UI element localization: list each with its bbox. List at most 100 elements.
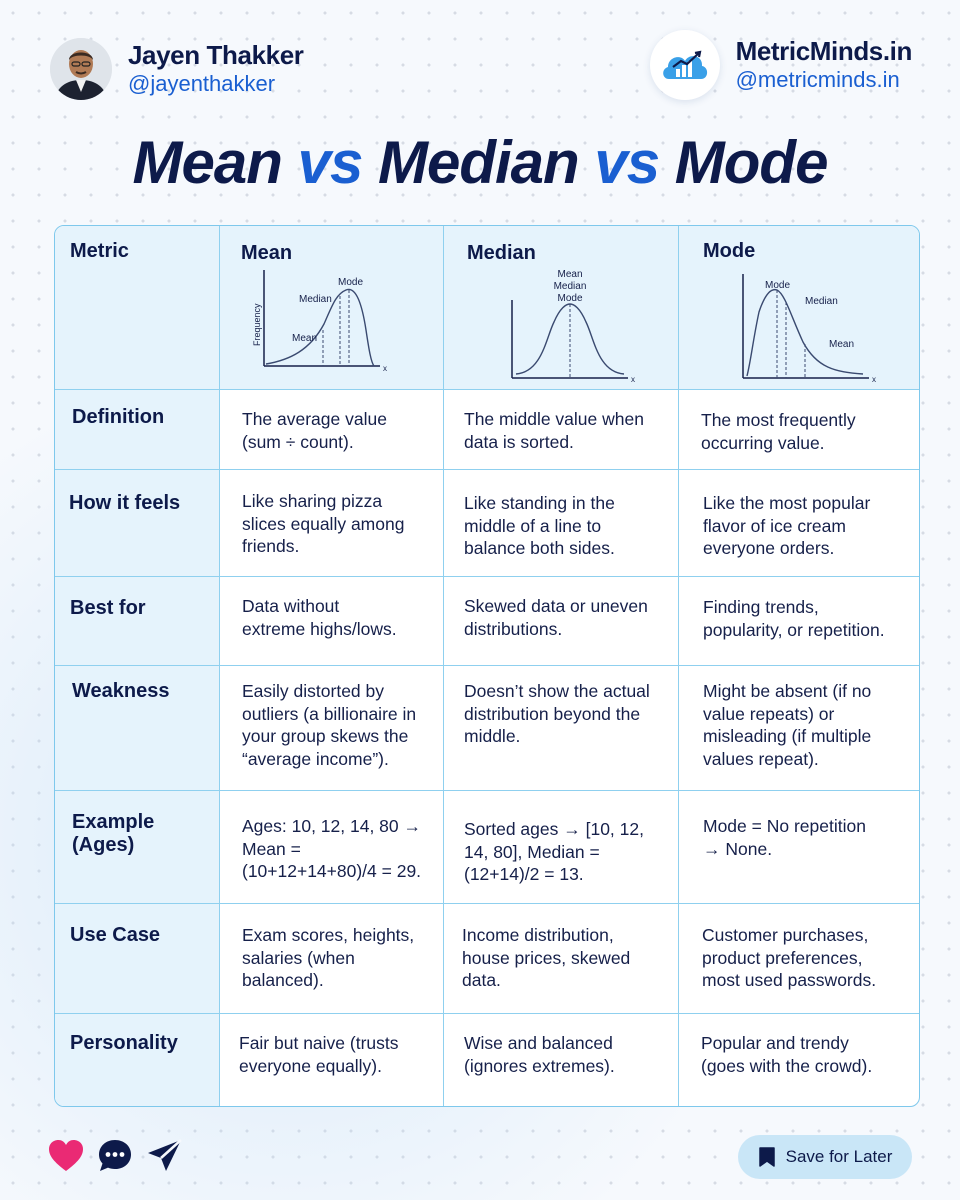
header-mode-label: Mode — [703, 240, 756, 262]
row-label: Use Case — [70, 924, 161, 946]
text-line: extreme highs/lows. — [242, 618, 397, 639]
text-line: (12+14)/2 = 13. — [464, 864, 584, 884]
row-label: How it feels — [69, 492, 181, 514]
mean-graph-median-label: Median — [299, 294, 332, 305]
row-label: Definition — [72, 406, 165, 428]
row-label-line: Example — [72, 811, 155, 833]
brand-logo[interactable] — [649, 30, 720, 100]
text-line: The middle value when — [464, 409, 644, 429]
median-best-for: Skewed data or uneven distributions. — [464, 595, 648, 640]
text-line: popularity, or repetition. — [703, 619, 885, 640]
heart-icon[interactable] — [46, 1136, 86, 1176]
mean-cell: Like sharing pizza slices equally among … — [220, 470, 444, 577]
median-how-it-feels: Like standing in the middle of a line to… — [464, 492, 615, 560]
mean-personality: Fair but naive (trusts everyone equally)… — [239, 1032, 399, 1077]
table-row-best-for: Best for Data without extreme highs/lows… — [55, 577, 919, 666]
author-block: Jayen Thakker @jayenthakker — [50, 38, 304, 100]
text-line: everyone orders. — [703, 538, 835, 558]
comment-icon[interactable] — [95, 1136, 135, 1176]
mean-graph-xlabel: x — [383, 364, 387, 373]
mode-cell: Like the most popular flavor of ice crea… — [679, 470, 919, 577]
text-line: misleading (if multiple — [703, 726, 872, 746]
table-row-how-it-feels: How it feels Like sharing pizza slices e… — [55, 470, 919, 577]
mode-personality: Popular and trendy (goes with the crowd)… — [701, 1032, 872, 1077]
normal-curve-graph: Mean Median Mode x — [511, 269, 635, 382]
mode-cell: Popular and trendy (goes with the crowd)… — [679, 1014, 919, 1106]
table-header-row: Metric Mean Mode Median Mean Frequency x… — [55, 226, 919, 390]
text-line: Doesn’t show the actual — [464, 681, 650, 701]
mode-cell: The most frequently occurring value. — [679, 390, 919, 470]
text-line: most used passwords. — [702, 970, 877, 990]
brand-block: MetricMinds.in @metricminds.in — [649, 30, 913, 100]
title-vs-1: vs — [297, 129, 364, 196]
right-skew-curve-graph: Mode Median Mean x — [742, 274, 876, 384]
row-label-cell: Personality — [55, 1014, 220, 1106]
header-mean: Mean Mode Median Mean Frequency x — [220, 226, 444, 390]
mean-cell: Data without extreme highs/lows. — [220, 577, 444, 666]
text-line: value repeats) or — [703, 703, 835, 724]
text-line: data. — [462, 970, 501, 990]
send-icon[interactable] — [145, 1136, 185, 1176]
save-for-later-button[interactable]: Save for Later — [738, 1135, 912, 1179]
mode-graph-mode-label: Mode — [765, 280, 790, 291]
median-graph-mean-label: Mean — [557, 269, 582, 280]
author-handle[interactable]: @jayenthakker — [128, 71, 276, 96]
text-line: Mean = — [242, 838, 301, 859]
author-name[interactable]: Jayen Thakker — [128, 40, 304, 70]
row-label: Personality — [70, 1032, 178, 1054]
text-line: flavor of ice cream — [703, 515, 846, 536]
mode-graph-median-label: Median — [805, 296, 838, 307]
brand-name[interactable]: MetricMinds.in — [735, 36, 913, 66]
text-line: Might be absent (if no — [703, 681, 872, 701]
author-avatar[interactable] — [50, 38, 112, 100]
mean-graph-ylabel: Frequency — [252, 303, 262, 346]
comparison-table: Metric Mean Mode Median Mean Frequency x… — [54, 225, 920, 1107]
brand-handle[interactable]: @metricminds.in — [735, 67, 900, 92]
mean-best-for: Data without extreme highs/lows. — [242, 595, 397, 640]
text-line: Like standing in the — [464, 493, 615, 513]
title-vs-2: vs — [594, 129, 660, 196]
text-line: Wise and balanced — [464, 1033, 613, 1053]
text-line: Easily distorted by — [242, 681, 385, 701]
table-row-example: Example (Ages) Ages: 10, 12, 14, 80 → Me… — [55, 791, 919, 904]
text-line: friends. — [242, 536, 300, 556]
text-line: slices equally among — [242, 513, 405, 534]
mode-example: Mode = No repetition → None. — [703, 815, 866, 860]
mode-cell: Customer purchases, product preferences,… — [679, 904, 919, 1014]
text-line: your group skews the — [242, 726, 409, 746]
text-line: Fair but naive (trusts — [239, 1033, 399, 1053]
row-label-cell: Weakness — [55, 666, 220, 791]
median-example: Sorted ages → [10, 12, 14, 80], Median =… — [464, 818, 644, 886]
text-line: Like the most popular — [703, 493, 871, 513]
row-label-cell: Best for — [55, 577, 220, 666]
mean-how-it-feels: Like sharing pizza slices equally among … — [242, 490, 404, 558]
mode-cell: Finding trends, popularity, or repetitio… — [679, 577, 919, 666]
median-use-case: Income distribution, house prices, skewe… — [462, 924, 630, 992]
text-line: middle of a line to — [464, 515, 602, 536]
title-mode: Mode — [659, 129, 829, 196]
text-line: “average income”). — [242, 748, 389, 769]
text-line: Finding trends, — [703, 597, 819, 617]
text-line: everyone equally). — [239, 1055, 382, 1076]
header-mode: Mode Mode Median Mean x — [679, 226, 919, 390]
row-label-cell: Use Case — [55, 904, 220, 1014]
header-metric-label: Metric — [70, 240, 129, 262]
text-line: The most frequently — [701, 410, 856, 430]
text-line: outliers (a billionaire in — [242, 703, 417, 724]
mode-cell: Might be absent (if no value repeats) or… — [679, 666, 919, 791]
header-median: Median Mean Median Mode x — [444, 226, 679, 390]
title-median: Median — [362, 129, 595, 196]
post-footer: Save for Later — [0, 1128, 960, 1188]
mean-cell: Ages: 10, 12, 14, 80 → Mean = (10+12+14+… — [220, 791, 444, 904]
median-cell: Skewed data or uneven distributions. — [444, 577, 679, 666]
text-line: balance both sides. — [464, 538, 615, 558]
text-line: Sorted ages → [10, 12, — [464, 819, 644, 839]
mode-cell: Mode = No repetition → None. — [679, 791, 919, 904]
mean-use-case: Exam scores, heights, salaries (when bal… — [242, 924, 414, 992]
row-label-cell: Definition — [55, 390, 220, 470]
text-line: distributions. — [464, 618, 563, 639]
text-line: data is sorted. — [464, 431, 574, 452]
median-cell: Doesn’t show the actual distribution bey… — [444, 666, 679, 791]
text-line: (ignores extremes). — [464, 1055, 615, 1076]
text-line: Mode = No repetition — [703, 816, 866, 836]
